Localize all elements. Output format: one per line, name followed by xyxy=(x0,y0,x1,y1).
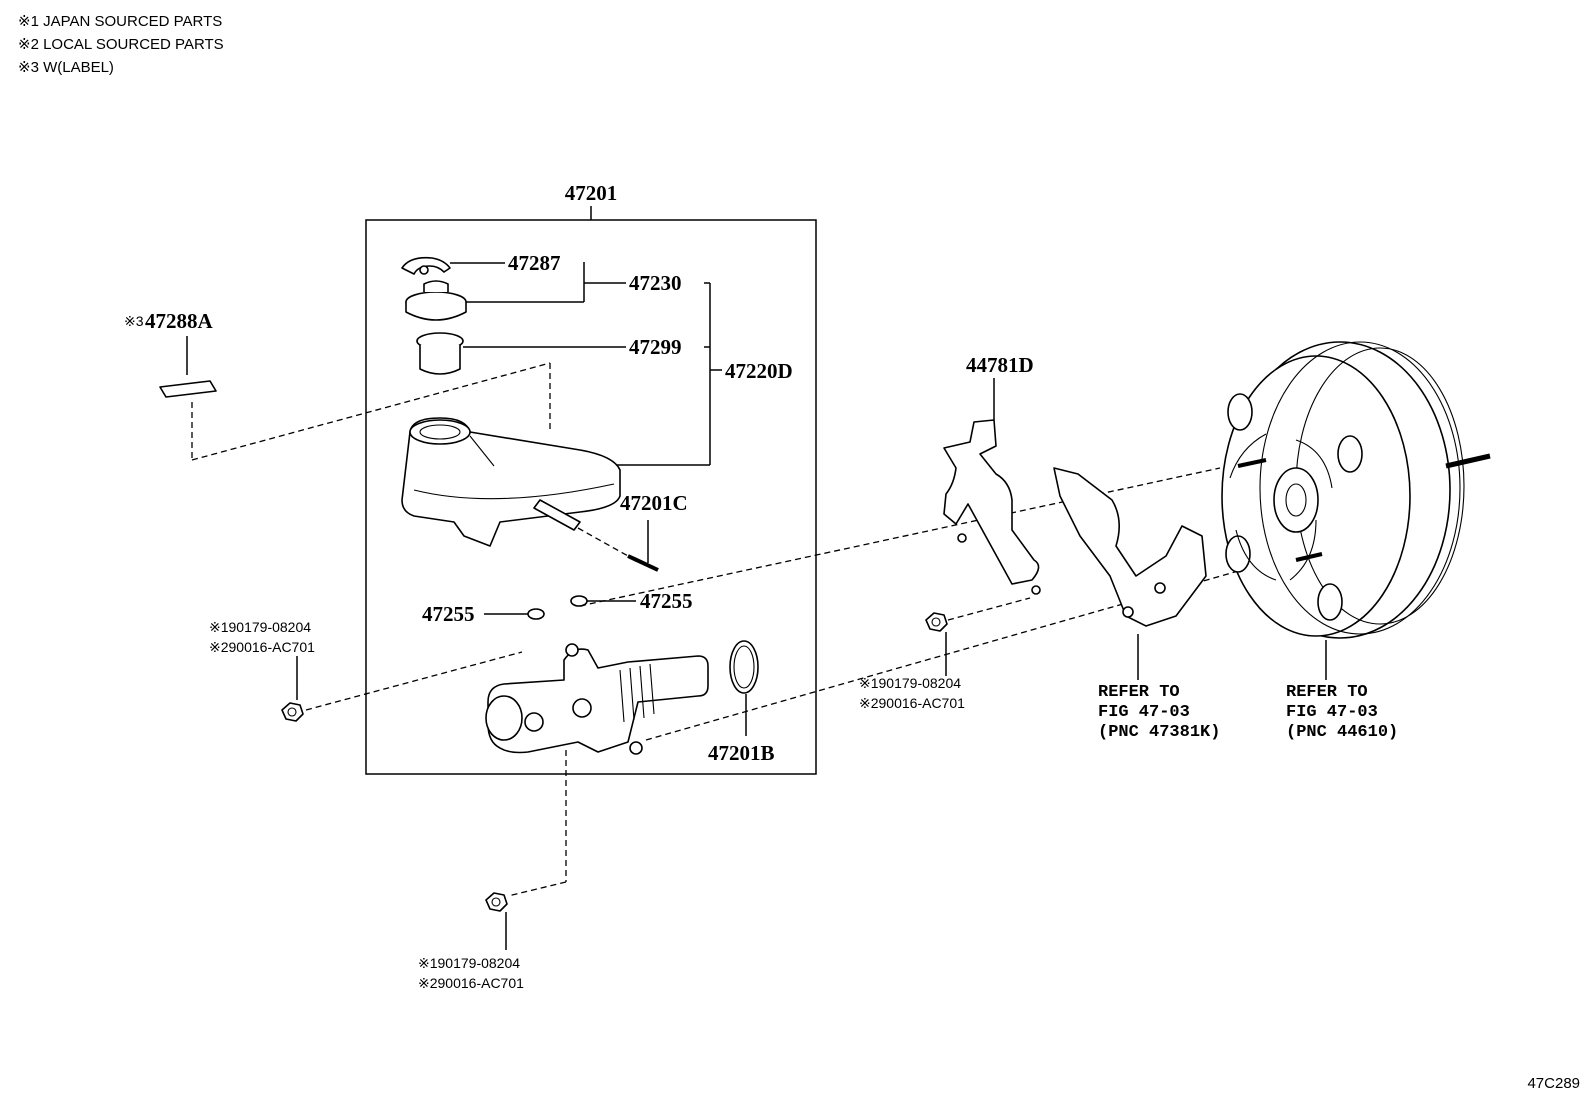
part-47201-label[interactable]: 47201 xyxy=(565,181,618,205)
part-47230-label[interactable]: 47230 xyxy=(629,271,682,295)
part-44781D-label[interactable]: 44781D xyxy=(966,353,1034,377)
legend-line-1: ※1 JAPAN SOURCED PARTS xyxy=(18,13,222,30)
o-ring-47201B xyxy=(729,640,759,694)
part-47201B-label[interactable]: 47201B xyxy=(708,741,775,765)
nut-left-code-1[interactable]: ※190179-08204 xyxy=(209,619,311,635)
brake-booster-44610 xyxy=(1221,341,1491,639)
grommet-47255-left xyxy=(527,608,545,620)
nut-middle-code-1[interactable]: ※190179-08204 xyxy=(859,675,961,691)
refer-booster-line-1[interactable]: REFER TO xyxy=(1286,683,1368,702)
part-47255-right-label[interactable]: 47255 xyxy=(640,589,693,613)
refer-booster-line-2[interactable]: FIG 47-03 xyxy=(1286,703,1378,722)
nut-bottom-code-2[interactable]: ※290016-AC701 xyxy=(418,975,524,991)
legend-line-2: ※2 LOCAL SOURCED PARTS xyxy=(18,36,224,53)
nut-middle xyxy=(925,612,948,632)
nut-left xyxy=(281,702,304,722)
refer-bracket-line-2[interactable]: FIG 47-03 xyxy=(1098,703,1190,722)
bracket-44781D xyxy=(943,419,1040,585)
label-47288A-mark: ※3 xyxy=(124,313,144,329)
part-47299-label[interactable]: 47299 xyxy=(629,335,682,359)
refer-booster-line-3[interactable]: (PNC 44610) xyxy=(1286,723,1398,742)
bracket-47381K xyxy=(1053,467,1207,627)
part-47255-left-label[interactable]: 47255 xyxy=(422,602,475,626)
nut-bottom-code-1[interactable]: ※190179-08204 xyxy=(418,955,520,971)
refer-bracket-line-1[interactable]: REFER TO xyxy=(1098,683,1180,702)
legend-line-3: ※3 W(LABEL) xyxy=(18,59,114,76)
figure-id: 47C289 xyxy=(1527,1075,1580,1092)
refer-bracket-line-3[interactable]: (PNC 47381K) xyxy=(1098,723,1220,742)
master-cylinder-47201 xyxy=(485,643,709,755)
warning-label-47288A xyxy=(159,380,217,398)
nut-bottom xyxy=(485,892,508,912)
part-47288A-label[interactable]: 47288A xyxy=(145,309,214,333)
nut-middle-code-2[interactable]: ※290016-AC701 xyxy=(859,695,965,711)
nut-left-code-2[interactable]: ※290016-AC701 xyxy=(209,639,315,655)
reservoir-47220D xyxy=(401,417,621,547)
part-47220D-label[interactable]: 47220D xyxy=(725,359,793,383)
part-47201C-label[interactable]: 47201C xyxy=(620,491,688,515)
part-47287-label[interactable]: 47287 xyxy=(508,251,561,275)
